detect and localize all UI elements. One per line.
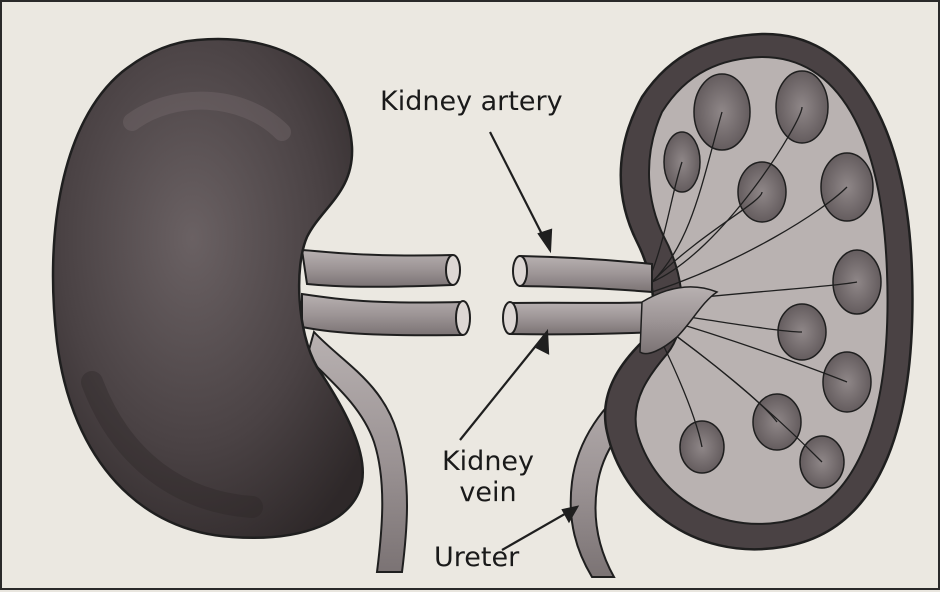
left-kidney-body [53, 39, 363, 538]
left-vein [302, 294, 462, 335]
kidney-vein-label: Kidney vein [438, 446, 538, 508]
left-artery [302, 250, 452, 287]
right-artery [520, 256, 652, 292]
vein-pointer [460, 332, 547, 440]
kidney-artery-label: Kidney artery [380, 86, 563, 117]
left-kidney [53, 39, 470, 572]
right-kidney [503, 34, 912, 577]
ureter-label: Ureter [434, 542, 519, 573]
right-vein [510, 302, 660, 334]
